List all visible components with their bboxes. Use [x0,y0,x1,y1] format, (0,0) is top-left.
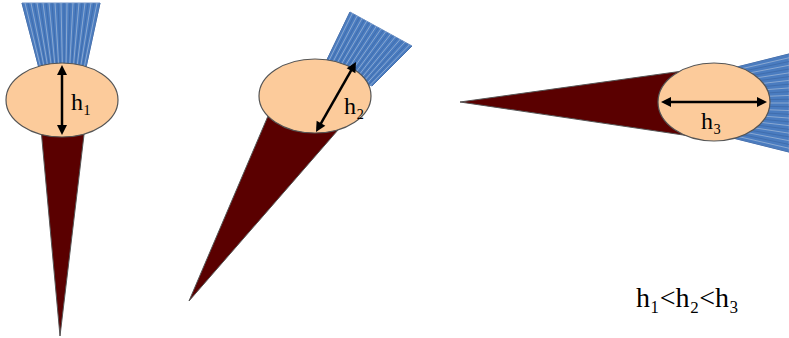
brush-bristle [83,3,97,72]
brush-bristle [357,36,393,82]
brush-bristle [69,3,73,72]
brush-fan [22,3,100,72]
dimension-line [669,101,759,104]
brush-bristle [40,3,50,72]
brush-bristle [64,3,65,72]
arrow-head [347,62,356,73]
brush-bristle [370,45,410,86]
relation-note: h₁<h₂<h₃ [636,284,739,312]
brush-bristle [22,3,40,72]
dimension-label: h₃ [701,109,721,133]
arrow-head [757,97,767,107]
dark-tail [189,116,338,301]
brush-bristle [372,46,412,86]
brush-bristle [66,3,67,72]
ellipse-outline [658,63,770,141]
brush-bristle [85,3,100,72]
ellipse-outline [6,63,118,137]
arrow-head [661,97,671,107]
brush-bristle [58,3,61,72]
brush-bristle [368,43,407,84]
arrow-head [57,125,67,135]
brush-bristle [366,42,405,84]
dimension-line [61,73,64,127]
dimension-label: h₁ [71,90,91,114]
arrow-head [316,121,325,132]
dark-tail [460,70,690,136]
arrow-head [57,65,67,75]
ellipse-node: h₂ [258,58,372,134]
ellipse-node: h₃ [657,62,771,142]
brush-bristle [52,3,57,72]
ellipse-node: h₁ [5,62,119,138]
ellipse-shape [5,62,119,138]
dimension-label: h₂ [344,94,364,118]
brush-bristle [61,3,63,72]
brush-bristle [364,41,402,84]
ellipse-outline [259,59,371,133]
dark-tail [40,118,86,336]
